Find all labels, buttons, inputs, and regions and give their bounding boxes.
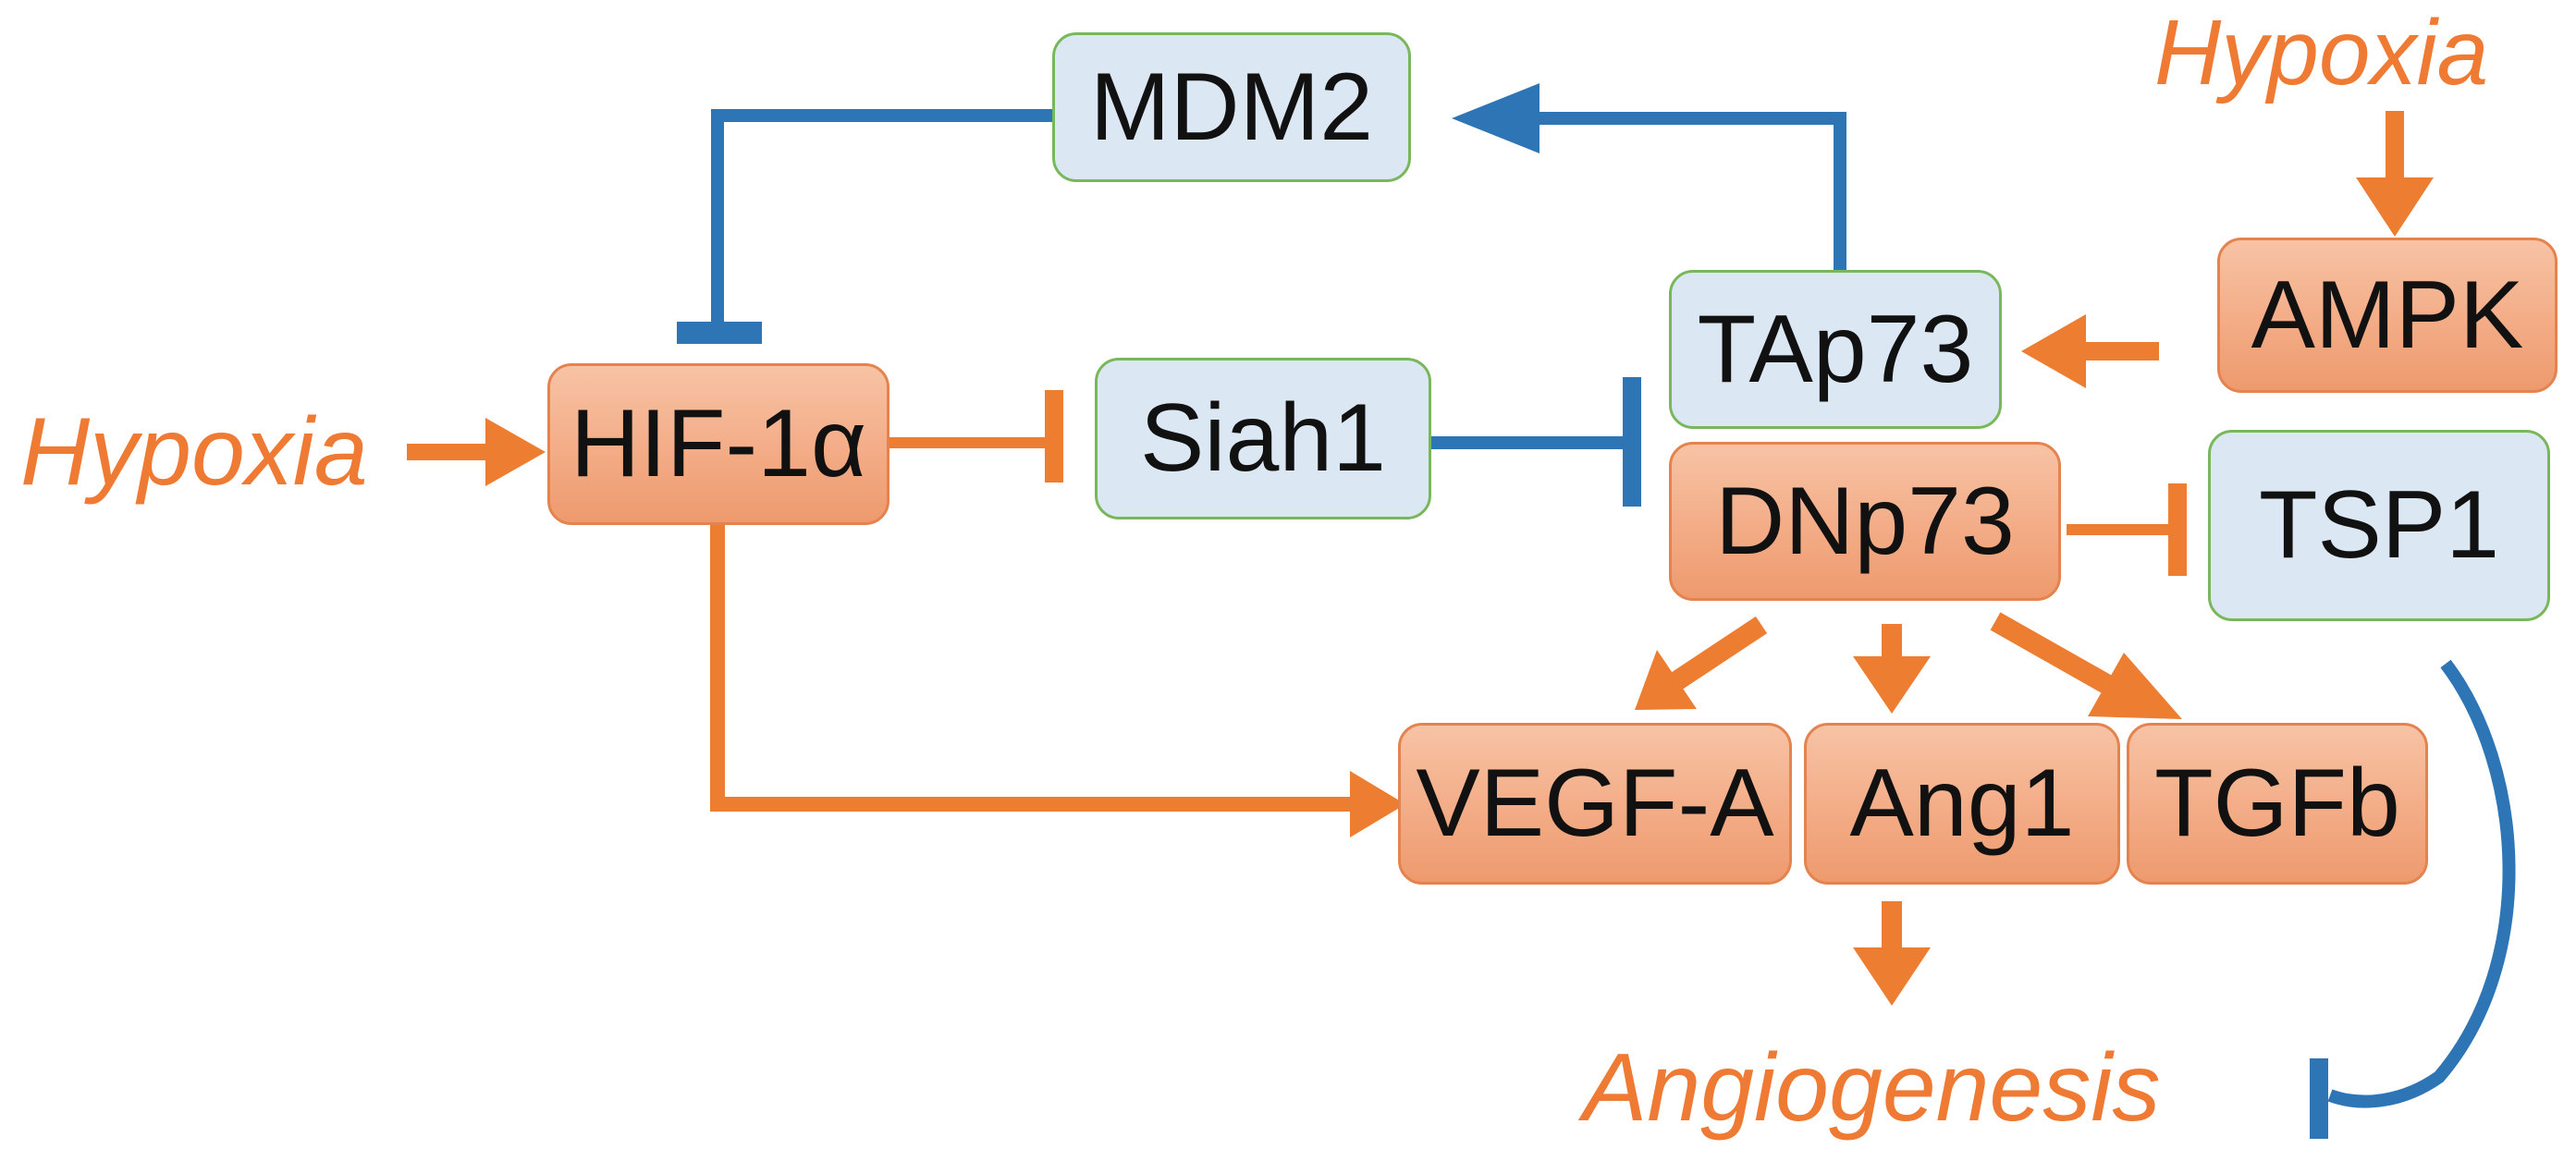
node-tgfb: TGFb xyxy=(2127,723,2428,885)
node-tap73: TAp73 xyxy=(1669,270,2002,429)
node-vegfa: VEGF-A xyxy=(1398,723,1792,885)
node-hif1a: HIF-1α xyxy=(547,363,889,525)
label-hypoxia-left: Hypoxia xyxy=(20,398,368,506)
edge-hypoxia-activates-hif1a xyxy=(407,418,546,486)
edge-dnp73-activates-tgfb xyxy=(1990,612,2182,719)
node-ang1: Ang1 xyxy=(1804,723,2120,885)
node-dnp73: DNp73 xyxy=(1669,442,2061,601)
edge-siah1-inhibits-p73 xyxy=(1431,377,1641,507)
edge-hif1a-inhibits-siah1 xyxy=(888,390,1063,483)
edge-dnp73-activates-vegfa xyxy=(1635,616,1768,710)
edge-dnp73-activates-ang1 xyxy=(1853,624,1931,714)
node-siah1: Siah1 xyxy=(1095,358,1431,519)
edge-tsp1-inhibits-angiogenesis xyxy=(2310,659,2516,1139)
label-angiogenesis: Angiogenesis xyxy=(1583,1034,2161,1142)
edge-tap73-activates-mdm2 xyxy=(1452,83,1846,270)
edge-dnp73-inhibits-tsp1 xyxy=(2067,483,2187,576)
node-tsp1: TSP1 xyxy=(2208,430,2550,621)
label-hypoxia-top: Hypoxia xyxy=(2154,1,2489,104)
node-mdm2: MDM2 xyxy=(1052,32,1411,182)
edge-ampk-activates-tap73 xyxy=(2021,314,2159,388)
node-ampk: AMPK xyxy=(2217,238,2558,393)
edge-hif1a-activates-vegfa xyxy=(710,523,1405,837)
edge-hypoxia-activates-ampk xyxy=(2356,111,2434,237)
edge-ang1-activates-angiogenesis xyxy=(1853,901,1931,1006)
edge-mdm2-inhibits-hif1a xyxy=(677,109,1052,344)
